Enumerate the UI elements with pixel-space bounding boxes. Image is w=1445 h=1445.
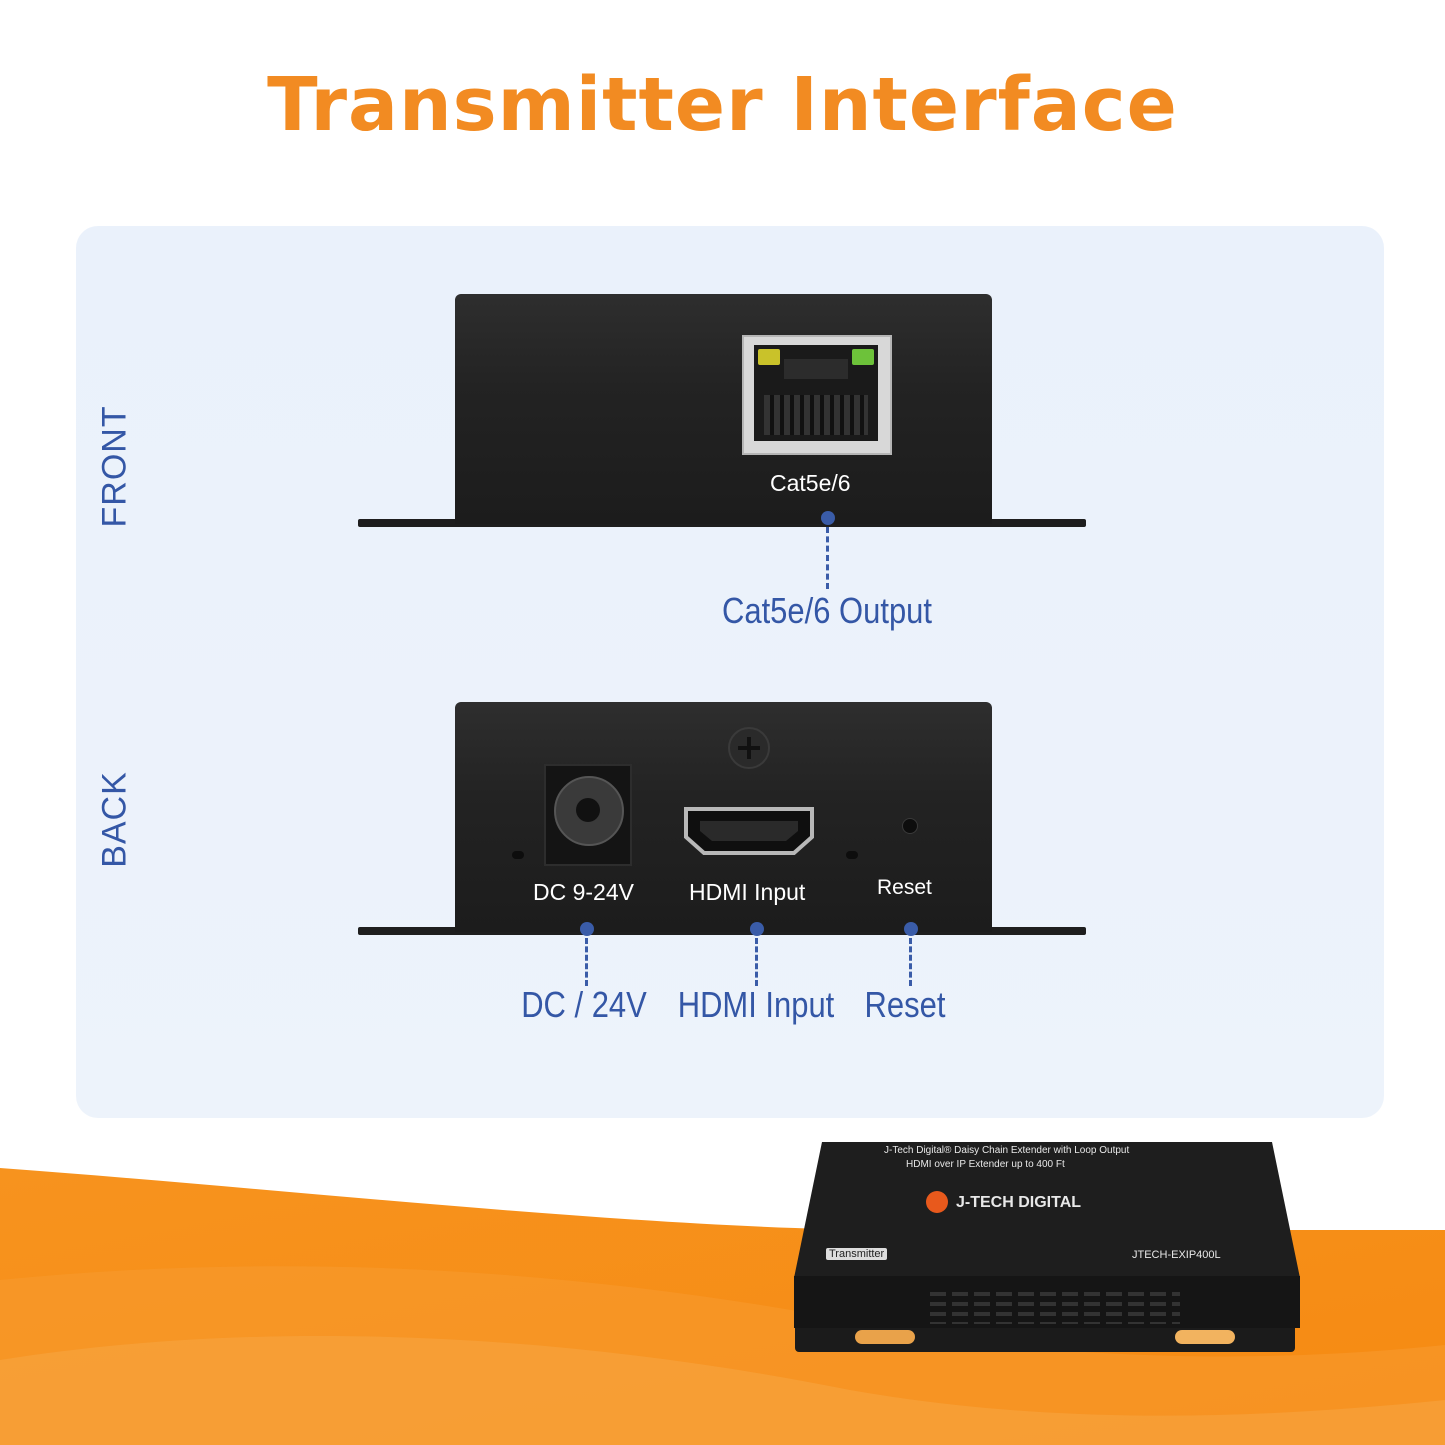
hdmi-callout-dot	[750, 922, 764, 936]
product-top-line2: HDMI over IP Extender up to 400 Ft	[906, 1159, 1065, 1170]
product-top-line1: J-Tech Digital® Daisy Chain Extender wit…	[884, 1145, 1130, 1156]
dc-port-label: DC 9-24V	[533, 879, 634, 905]
reset-port-label: Reset	[877, 876, 932, 899]
front-device-body	[455, 294, 992, 524]
dc-callout: DC / 24V	[521, 984, 647, 1025]
status-led-right	[846, 851, 858, 859]
brand-logo-icon	[926, 1191, 948, 1213]
page-title: Transmitter Interface	[267, 62, 1178, 148]
dc-callout-dot	[580, 922, 594, 936]
hdmi-port	[684, 807, 814, 855]
hdmi-callout-line	[755, 938, 758, 986]
product-model: JTECH-EXIP400L	[1132, 1249, 1221, 1261]
product-vents	[930, 1292, 1180, 1324]
front-port-label: Cat5e/6	[770, 470, 851, 496]
product-badge: Transmitter	[826, 1248, 888, 1260]
front-callout-line	[826, 527, 829, 589]
product-top-face	[794, 1142, 1300, 1278]
front-side-label: FRONT	[95, 405, 134, 528]
mount-slot-left	[855, 1330, 915, 1344]
product-brand: J-TECH DIGITAL	[956, 1194, 1082, 1211]
screw-icon	[728, 727, 770, 769]
reset-callout: Reset	[864, 984, 946, 1025]
reset-callout-line	[909, 938, 912, 986]
front-callout-dot	[821, 511, 835, 525]
hdmi-callout: HDMI Input	[677, 984, 835, 1025]
dc-jack	[544, 764, 632, 866]
hdmi-port-label: HDMI Input	[689, 879, 806, 905]
link-led-yellow	[758, 349, 780, 365]
cat-output-callout: Cat5e/6 Output	[721, 590, 932, 631]
link-led-green	[852, 349, 874, 365]
dc-callout-line	[585, 938, 588, 986]
reset-callout-dot	[904, 922, 918, 936]
rj45-port	[742, 335, 892, 455]
status-led-left	[512, 851, 524, 859]
mount-slot-right	[1175, 1330, 1235, 1344]
back-side-label: BACK	[95, 771, 134, 868]
reset-hole	[902, 818, 918, 834]
